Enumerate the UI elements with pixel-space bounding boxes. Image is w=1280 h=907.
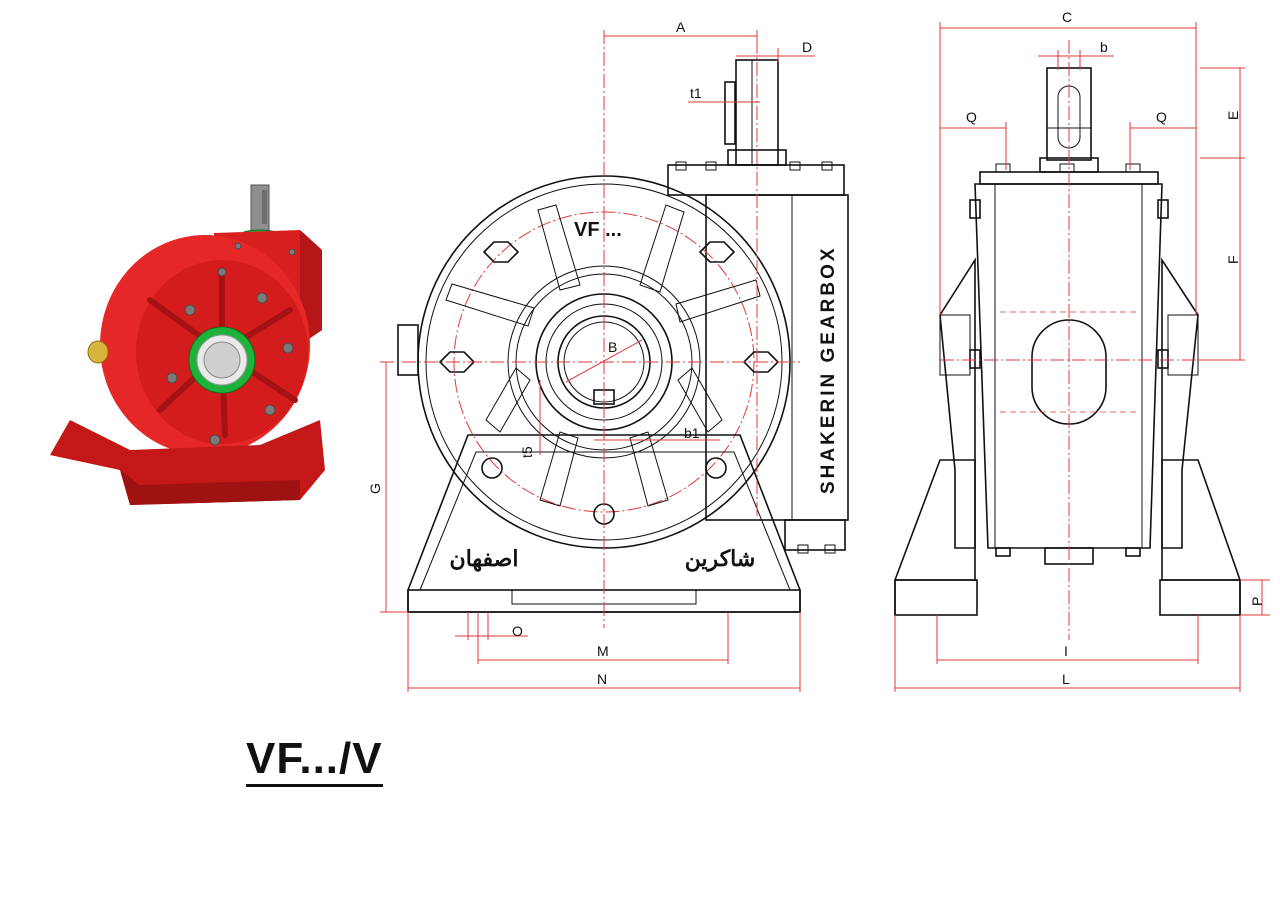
dim-label-M: M [597, 643, 609, 659]
dim-label-A: A [676, 19, 686, 35]
dim-label-I: I [1064, 643, 1068, 659]
front-view: VF ... SHAKERIN GEARBOX اصفهان شاکرین [380, 30, 849, 628]
engraving-city-fa: اصفهان [450, 546, 519, 572]
dim-label-G: G [367, 483, 383, 494]
dim-label-N: N [597, 671, 607, 687]
engraving-model: VF ... [574, 219, 622, 241]
engraving-brand: SHAKERIN GEARBOX [818, 245, 839, 494]
side-view [894, 40, 1241, 640]
engraving-brand-fa: شاکرین [685, 546, 756, 572]
dim-label-E: E [1225, 111, 1241, 120]
front-view-dimensions: A D t1 B t5 b1 G O M N [367, 19, 815, 692]
dim-label-Q-right: Q [1156, 109, 1167, 125]
gearbox-3d-render [50, 184, 325, 505]
dim-label-O: O [512, 623, 523, 639]
dim-label-C: C [1062, 9, 1072, 25]
dim-label-P: P [1249, 597, 1265, 606]
dim-label-D: D [802, 39, 812, 55]
dim-label-b: b [1100, 39, 1108, 55]
dim-label-L: L [1062, 671, 1070, 687]
dim-label-B: B [608, 339, 617, 355]
dim-label-t1: t1 [690, 85, 702, 101]
dim-label-b1: b1 [684, 425, 700, 441]
dim-label-t5: t5 [519, 446, 535, 458]
dim-label-Q-left: Q [966, 109, 977, 125]
dim-label-F: F [1225, 255, 1241, 264]
side-view-dimensions: C b Q Q E F P I L [894, 9, 1270, 692]
model-title: VF.../V [246, 735, 383, 788]
